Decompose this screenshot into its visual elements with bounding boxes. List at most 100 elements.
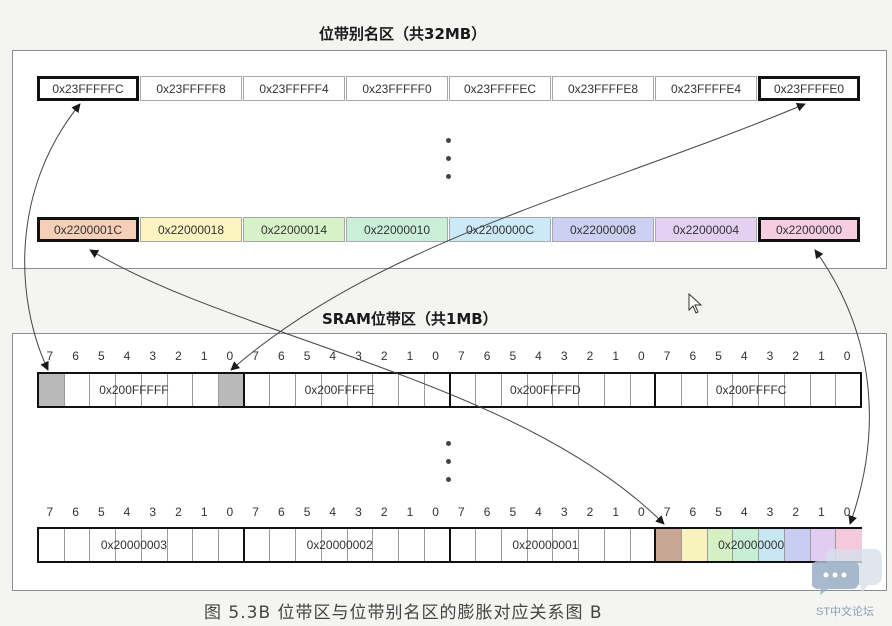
bit-cell [759, 374, 785, 406]
bit-number: 3 [766, 505, 774, 519]
sram-byte: 0x200FFFFD [448, 372, 657, 408]
bit-number: 7 [46, 349, 54, 363]
bit-cell [631, 529, 657, 561]
bit-number: 4 [123, 349, 131, 363]
bit-cell [785, 374, 811, 406]
alias-cell: 0x22000004 [655, 217, 757, 242]
byte-address-label: 0x20000000 [718, 538, 785, 552]
bit-cell [270, 374, 297, 406]
bit-cell [39, 529, 65, 561]
bit-cell [219, 374, 245, 406]
bit-cell [373, 529, 400, 561]
sram-byte: 0x20000001 [448, 527, 657, 563]
bit-number: 2 [380, 505, 388, 519]
bit-number: 1 [612, 505, 620, 519]
bit-cell [707, 529, 734, 561]
bit-cell [784, 529, 811, 561]
sram-byte: 0x200FFFFE [242, 372, 451, 408]
byte-address-label: 0x20000001 [512, 538, 579, 552]
sram-byte: 0x20000003 [37, 527, 245, 563]
bit-number: 6 [277, 349, 285, 363]
bit-number: 3 [355, 349, 362, 363]
bit-number: 5 [303, 349, 311, 363]
bit-cell [811, 374, 837, 406]
bit-cell [579, 374, 605, 406]
bit-cell [476, 529, 502, 561]
bit-number: 3 [355, 505, 362, 519]
bit-number: 2 [175, 349, 182, 363]
bit-number: 2 [175, 505, 182, 519]
bit-cell [631, 374, 657, 406]
bit-cell [399, 374, 425, 406]
bit-number: 5 [509, 349, 517, 363]
bit-number: 0 [638, 505, 645, 519]
alias-cell: 0x22000014 [243, 217, 345, 242]
bit-number: 6 [277, 505, 285, 519]
bit-cell [245, 374, 271, 406]
alias-cell: 0x23FFFFF0 [346, 76, 448, 101]
bit-number: 6 [72, 505, 79, 519]
byte-address-label: 0x200FFFFD [510, 383, 581, 397]
bit-cell [759, 529, 785, 561]
bit-number: 7 [252, 349, 259, 363]
vertical-ellipsis-alias [446, 138, 452, 192]
bit-cell [373, 374, 400, 406]
sram-byte: 0x20000002 [242, 527, 451, 563]
bit-cell [399, 529, 425, 561]
bit-cell [682, 374, 708, 406]
alias-cell: 0x22000010 [346, 217, 448, 242]
alias-cell: 0x22000018 [140, 217, 242, 242]
sram-region-title: SRAM位带区（共1MB） [322, 310, 498, 328]
bit-cell [193, 529, 220, 561]
alias-cell: 0x23FFFFE4 [655, 76, 757, 101]
bit-number: 4 [740, 349, 748, 363]
bit-number: 4 [535, 349, 542, 363]
bit-number: 2 [792, 349, 800, 363]
bit-number: 2 [792, 505, 800, 519]
bit-cell [425, 529, 451, 561]
bit-cell [245, 529, 271, 561]
bit-number: 0 [226, 349, 234, 363]
watermark-text: ST中文论坛 [816, 606, 875, 618]
bit-number: 0 [843, 505, 851, 519]
bit-cell [348, 529, 374, 561]
alias-cell: 0x23FFFFE8 [552, 76, 654, 101]
sram-byte: 0x200FFFFF [37, 372, 245, 408]
alias-cell: 0x23FFFFEC [449, 76, 551, 101]
bit-cell [90, 529, 117, 561]
bit-cell [656, 529, 682, 561]
alias-region-title: 位带别名区（共32MB） [319, 25, 487, 43]
alias-cell: 0x23FFFFF4 [243, 76, 345, 101]
alias-cell: 0x23FFFFF8 [140, 76, 242, 101]
bit-cell [476, 374, 502, 406]
bit-cell [502, 529, 528, 561]
bit-number: 3 [560, 349, 568, 363]
bit-number: 6 [483, 349, 491, 363]
bit-number: 0 [843, 349, 851, 363]
bit-number: 7 [252, 505, 259, 519]
sram-byte: 0x200FFFFC [654, 372, 862, 408]
bit-cell [39, 374, 65, 406]
bit-number: 4 [123, 505, 131, 519]
bit-number: 7 [458, 505, 465, 519]
alias-cell: 0x23FFFFFC [37, 76, 139, 101]
bit-number: 2 [380, 349, 388, 363]
bit-number: 2 [586, 505, 594, 519]
bit-number: 1 [612, 349, 620, 363]
bit-cell [425, 374, 451, 406]
bit-number: 2 [586, 349, 594, 363]
bit-cell [322, 529, 348, 561]
byte-address-label: 0x200FFFFC [715, 383, 787, 397]
bit-number: 1 [200, 505, 208, 519]
bit-cell [836, 374, 862, 406]
bit-number: 3 [560, 505, 568, 519]
bit-number: 5 [715, 505, 722, 519]
alias-cell: 0x22000008 [552, 217, 654, 242]
bit-cell [65, 374, 91, 406]
